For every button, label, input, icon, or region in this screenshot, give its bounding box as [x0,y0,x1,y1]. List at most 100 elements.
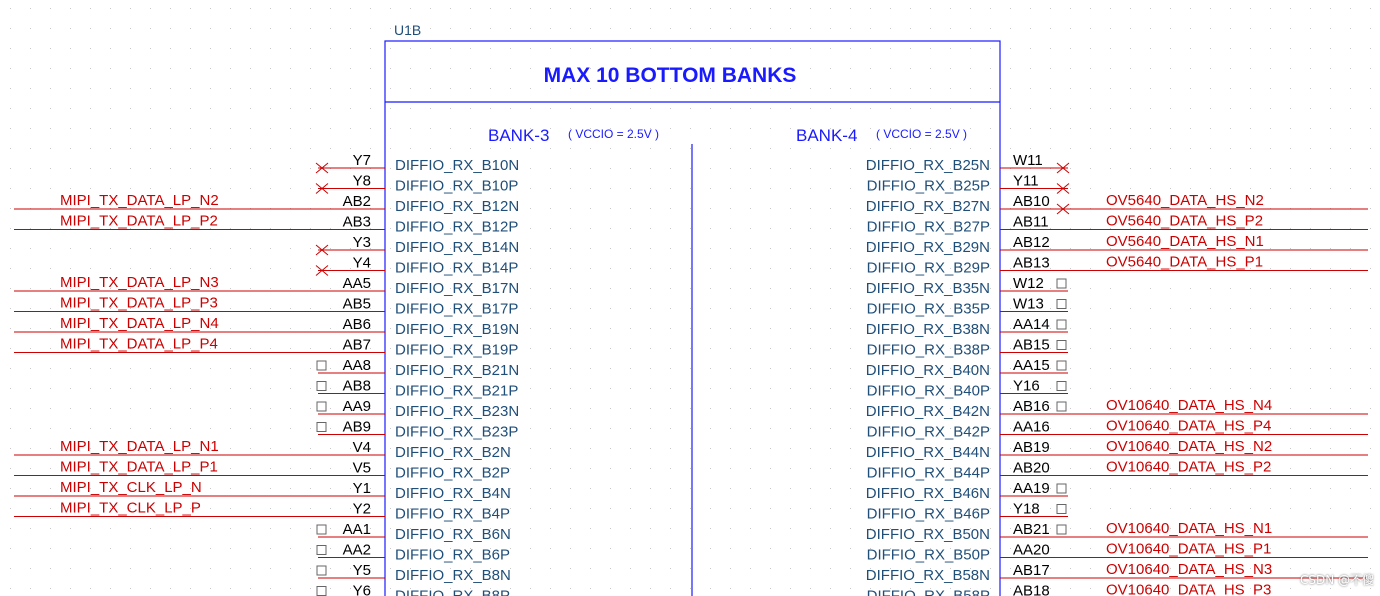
grid-dot [610,108,611,109]
grid-dot [830,88,831,89]
grid-dot [450,28,451,29]
grid-dot [530,228,531,229]
grid-dot [250,408,251,409]
grid-dot [970,408,971,409]
grid-dot [370,368,371,369]
grid-dot [270,428,271,429]
grid-dot [1130,348,1131,349]
grid-dot [130,488,131,489]
grid-dot [770,348,771,349]
component-title: MAX 10 BOTTOM BANKS [544,64,797,87]
grid-dot [390,488,391,489]
grid-dot [990,188,991,189]
grid-dot [1330,568,1331,569]
grid-dot [890,108,891,109]
grid-dot [470,128,471,129]
grid-dot [830,108,831,109]
grid-dot [530,188,531,189]
grid-dot [1150,48,1151,49]
grid-dot [550,28,551,29]
grid-dot [1090,68,1091,69]
grid-dot [690,208,691,209]
grid-dot [830,368,831,369]
grid-dot [70,568,71,569]
grid-dot [730,88,731,89]
grid-dot [670,168,671,169]
grid-dot [750,148,751,149]
left-pin-aa2-unconnected-icon [316,545,327,555]
grid-dot [370,128,371,129]
grid-dot [630,208,631,209]
grid-dot [70,268,71,269]
grid-dot [1030,588,1031,589]
grid-dot [330,268,331,269]
grid-dot [290,168,291,169]
grid-dot [1330,148,1331,149]
grid-dot [290,508,291,509]
grid-dot [570,128,571,129]
grid-dot [730,288,731,289]
grid-dot [90,508,91,509]
grid-dot [170,388,171,389]
grid-dot [1150,488,1151,489]
grid-dot [750,568,751,569]
grid-dot [570,108,571,109]
grid-dot [670,48,671,49]
grid-dot [1110,468,1111,469]
left-pin-aa2-number: AA2 [343,542,371,559]
grid-dot [410,268,411,269]
grid-dot [590,508,591,509]
left-pin-v5-net-label: MIPI_TX_DATA_LP_P1 [60,459,218,476]
grid-dot [1070,268,1071,269]
grid-dot [510,8,511,9]
grid-dot [690,588,691,589]
grid-dot [190,328,191,329]
grid-dot [250,588,251,589]
grid-dot [150,348,151,349]
grid-dot [570,8,571,9]
grid-dot [1150,128,1151,129]
grid-dot [570,48,571,49]
grid-dot [450,428,451,429]
grid-dot [710,268,711,269]
grid-dot [190,228,191,229]
bank-3-name: BANK-3 [488,126,549,145]
grid-dot [1330,68,1331,69]
grid-dot [1230,348,1231,349]
grid-dot [790,368,791,369]
grid-dot [190,348,191,349]
grid-dot [1310,28,1311,29]
grid-dot [990,8,991,9]
grid-dot [750,108,751,109]
grid-dot [30,188,31,189]
grid-dot [810,228,811,229]
grid-dot [210,428,211,429]
grid-dot [910,368,911,369]
component-body[interactable] [384,40,1001,596]
grid-dot [250,328,251,329]
grid-dot [1050,308,1051,309]
grid-dot [750,228,751,229]
left-pin-ab5-net-label: MIPI_TX_DATA_LP_P3 [60,295,218,312]
grid-dot [710,388,711,389]
grid-dot [1250,528,1251,529]
grid-dot [1290,408,1291,409]
grid-dot [730,228,731,229]
grid-dot [1070,68,1071,69]
grid-dot [350,328,351,329]
left-pin-ab3-net-label: MIPI_TX_DATA_LP_P2 [60,213,218,230]
grid-dot [110,148,111,149]
grid-dot [30,588,31,589]
grid-dot [210,348,211,349]
grid-dot [1250,268,1251,269]
grid-dot [390,468,391,469]
grid-dot [630,368,631,369]
grid-dot [290,528,291,529]
grid-dot [130,448,131,449]
grid-dot [1230,8,1231,9]
grid-dot [870,168,871,169]
grid-dot [410,588,411,589]
grid-dot [510,448,511,449]
grid-dot [1050,588,1051,589]
grid-dot [1190,88,1191,89]
